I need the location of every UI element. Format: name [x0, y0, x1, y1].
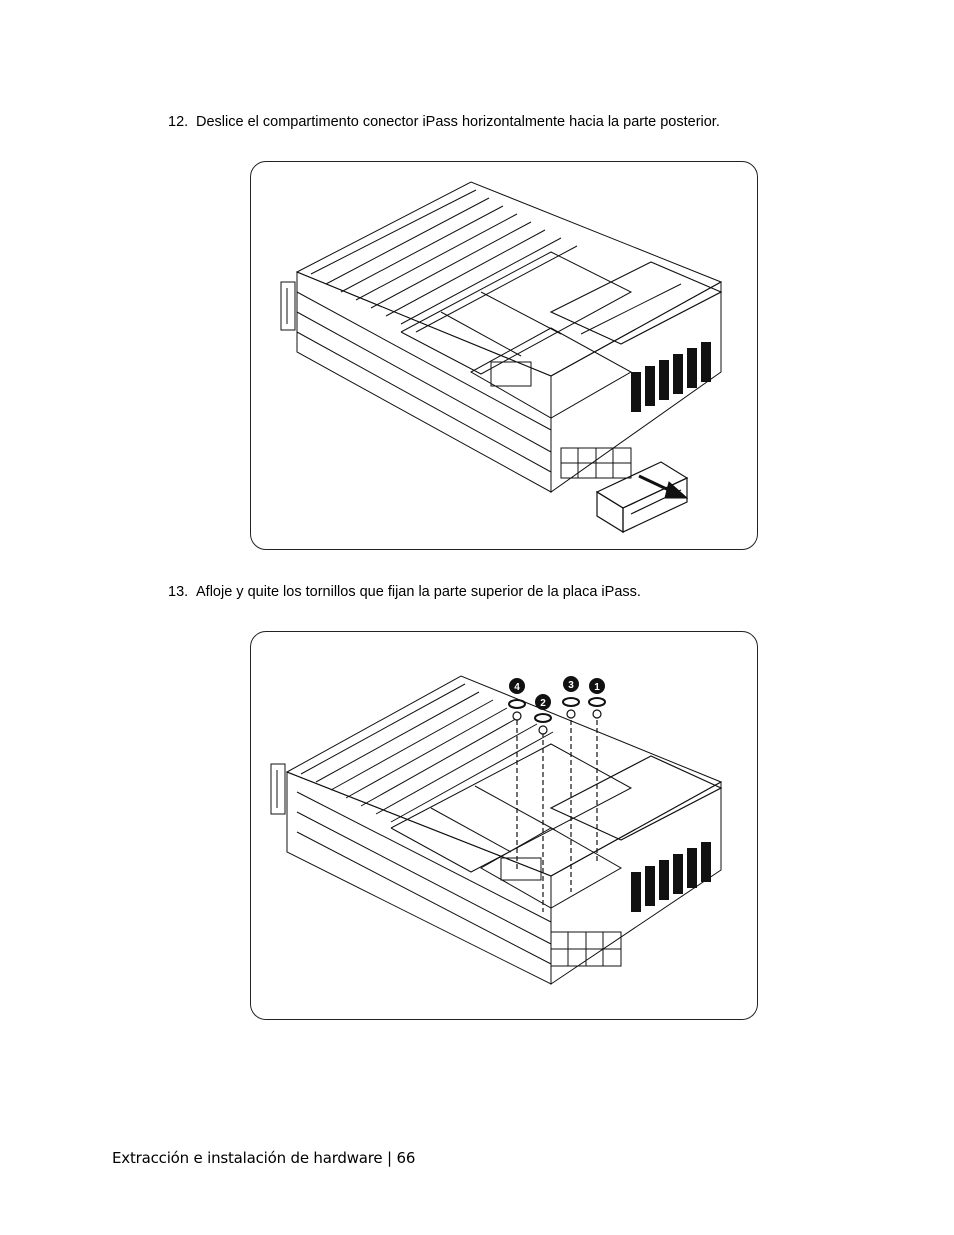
- server-chassis-screws-illustration: 4 2 3 1: [270, 675, 723, 985]
- step-text: Afloje y quite los tornillos que fijan l…: [196, 584, 641, 600]
- callout-4: 4: [509, 678, 525, 694]
- step-12: 12. Deslice el compartimento conector iPa…: [168, 113, 720, 131]
- figure-remove-screws: 4 2 3 1: [250, 631, 758, 1020]
- step-text: Deslice el compartimento conector iPass …: [196, 114, 720, 130]
- step-13: 13. Afloje y quite los tornillos que fija…: [168, 583, 641, 601]
- figure-slide-ipass-cage: [250, 161, 758, 550]
- footer-separator: |: [387, 1149, 392, 1167]
- callout-label: 3: [568, 680, 574, 691]
- callout-3: 3: [563, 676, 579, 692]
- callout-label: 4: [514, 682, 520, 693]
- callout-1: 1: [589, 678, 605, 694]
- server-chassis-illustration: [280, 181, 723, 534]
- callout-label: 1: [594, 682, 600, 693]
- footer-section-title: Extracción e instalación de hardware: [112, 1149, 383, 1167]
- step-number: 13.: [168, 584, 189, 600]
- callout-2: 2: [535, 694, 551, 710]
- footer-page-number: 66: [396, 1149, 416, 1167]
- callout-label: 2: [540, 698, 546, 709]
- step-number: 12.: [168, 114, 189, 130]
- page-footer: Extracción e instalación de hardware | 6…: [112, 1149, 415, 1167]
